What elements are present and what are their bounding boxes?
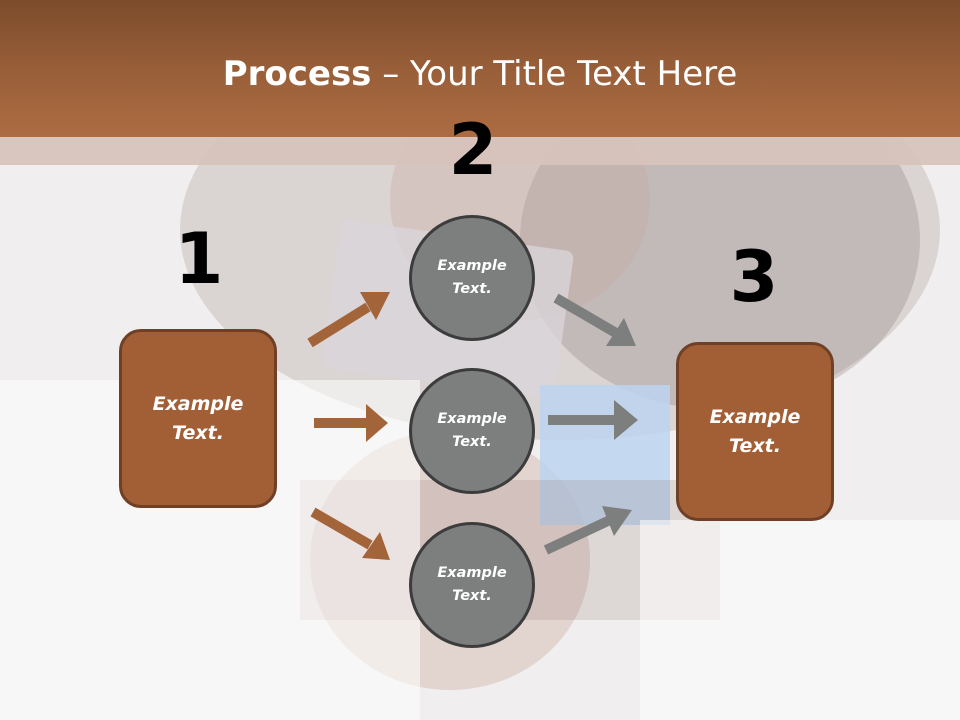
header-bar bbox=[0, 0, 960, 137]
step-number-3: 3 bbox=[729, 236, 779, 318]
circle-top: Example Text. bbox=[409, 215, 535, 341]
box-step-1-text: Example Text. bbox=[152, 392, 244, 444]
step-number-1: 1 bbox=[174, 218, 224, 300]
arrow-up-right-orange bbox=[307, 292, 390, 348]
arrow-right-gray bbox=[548, 400, 638, 440]
circle-middle: Example Text. bbox=[409, 368, 535, 494]
arrow-down-right-gray bbox=[553, 293, 636, 346]
circle-middle-text: Example Text. bbox=[437, 411, 507, 450]
box-step-1: Example Text. bbox=[119, 329, 277, 508]
header-band bbox=[0, 137, 960, 165]
slide-title: Process – Your Title Text Here bbox=[0, 52, 960, 96]
title-bold: Process bbox=[222, 54, 372, 94]
circle-top-text: Example Text. bbox=[437, 258, 507, 297]
box-step-3-text: Example Text. bbox=[709, 405, 801, 457]
arrow-down-right-orange bbox=[310, 507, 390, 560]
box-step-3: Example Text. bbox=[676, 342, 834, 521]
circle-bottom-text: Example Text. bbox=[437, 565, 507, 604]
circle-bottom: Example Text. bbox=[409, 522, 535, 648]
step-number-2: 2 bbox=[448, 109, 498, 191]
title-rest: – Your Title Text Here bbox=[371, 54, 738, 94]
arrow-right-orange bbox=[314, 404, 388, 442]
arrow-up-right-gray bbox=[543, 506, 632, 555]
